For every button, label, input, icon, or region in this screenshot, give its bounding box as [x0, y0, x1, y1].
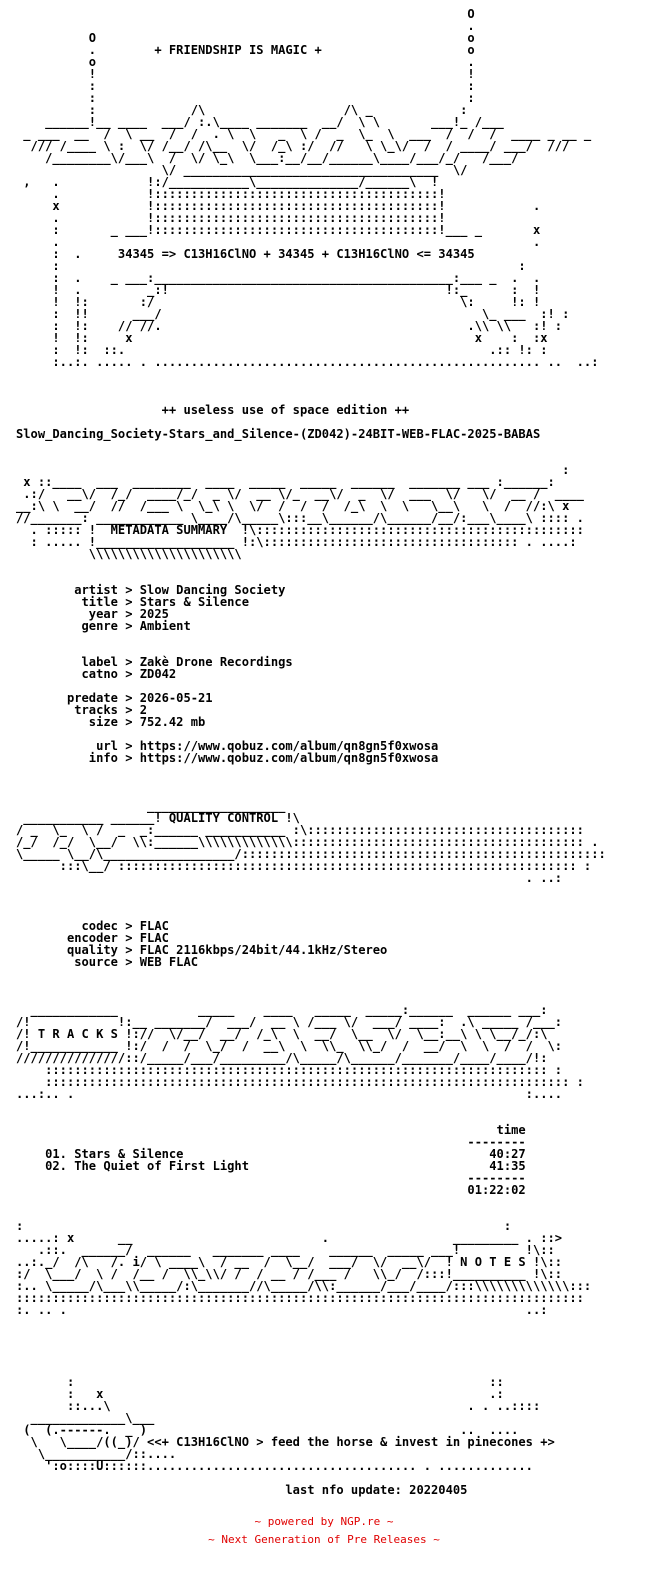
- nfo-text: O . O o . + FRIENDSHIP IS MAGIC + o: [16, 7, 606, 1497]
- footer-powered-by[interactable]: ~ powered by NGP.re ~: [254, 1515, 394, 1528]
- footer-tagline: ~ Next Generation of Pre Releases ~: [208, 1533, 440, 1546]
